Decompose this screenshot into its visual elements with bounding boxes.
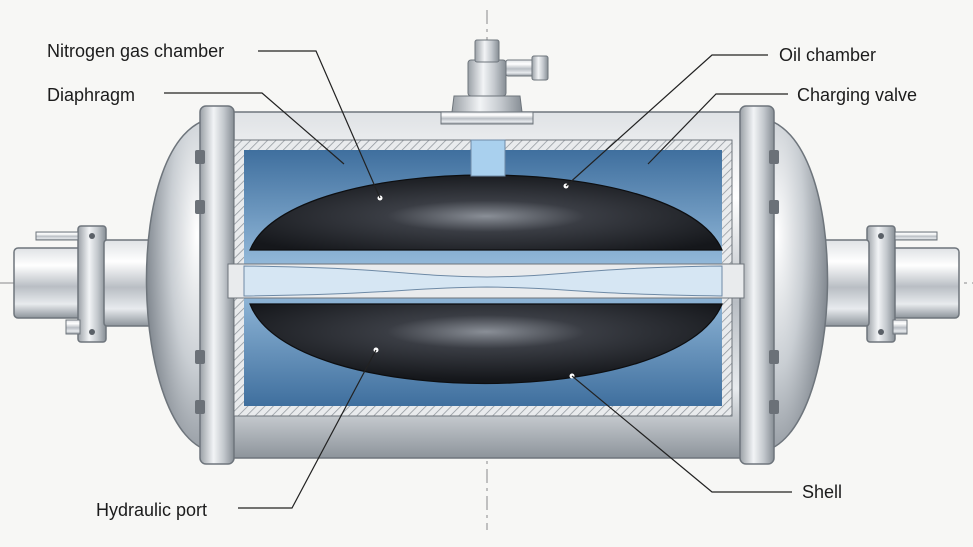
leader-nitrogen xyxy=(258,50,381,199)
lower-bladder xyxy=(249,303,723,384)
right-port xyxy=(818,225,960,343)
left-port xyxy=(13,225,155,343)
diaphragm-channel xyxy=(243,265,723,297)
label-hydraulic-port: Hydraulic port xyxy=(96,500,208,520)
leader-diaphragm xyxy=(164,92,345,165)
label-charging-valve: Charging valve xyxy=(797,85,918,105)
flange-bolts xyxy=(195,150,779,414)
leader-lines xyxy=(164,50,792,509)
label-oil-chamber: Oil chamber xyxy=(779,45,877,65)
label-shell: Shell xyxy=(802,482,843,502)
leader-charging xyxy=(647,93,788,165)
right-flange-band xyxy=(739,105,775,465)
leader-shell xyxy=(571,375,792,493)
leader-hydraulic xyxy=(238,349,377,509)
label-diaphragm: Diaphragm xyxy=(47,85,136,105)
charging-valve xyxy=(440,39,549,177)
label-nitrogen-gas-chamber: Nitrogen gas chamber xyxy=(47,41,225,61)
leader-oil xyxy=(565,54,768,187)
